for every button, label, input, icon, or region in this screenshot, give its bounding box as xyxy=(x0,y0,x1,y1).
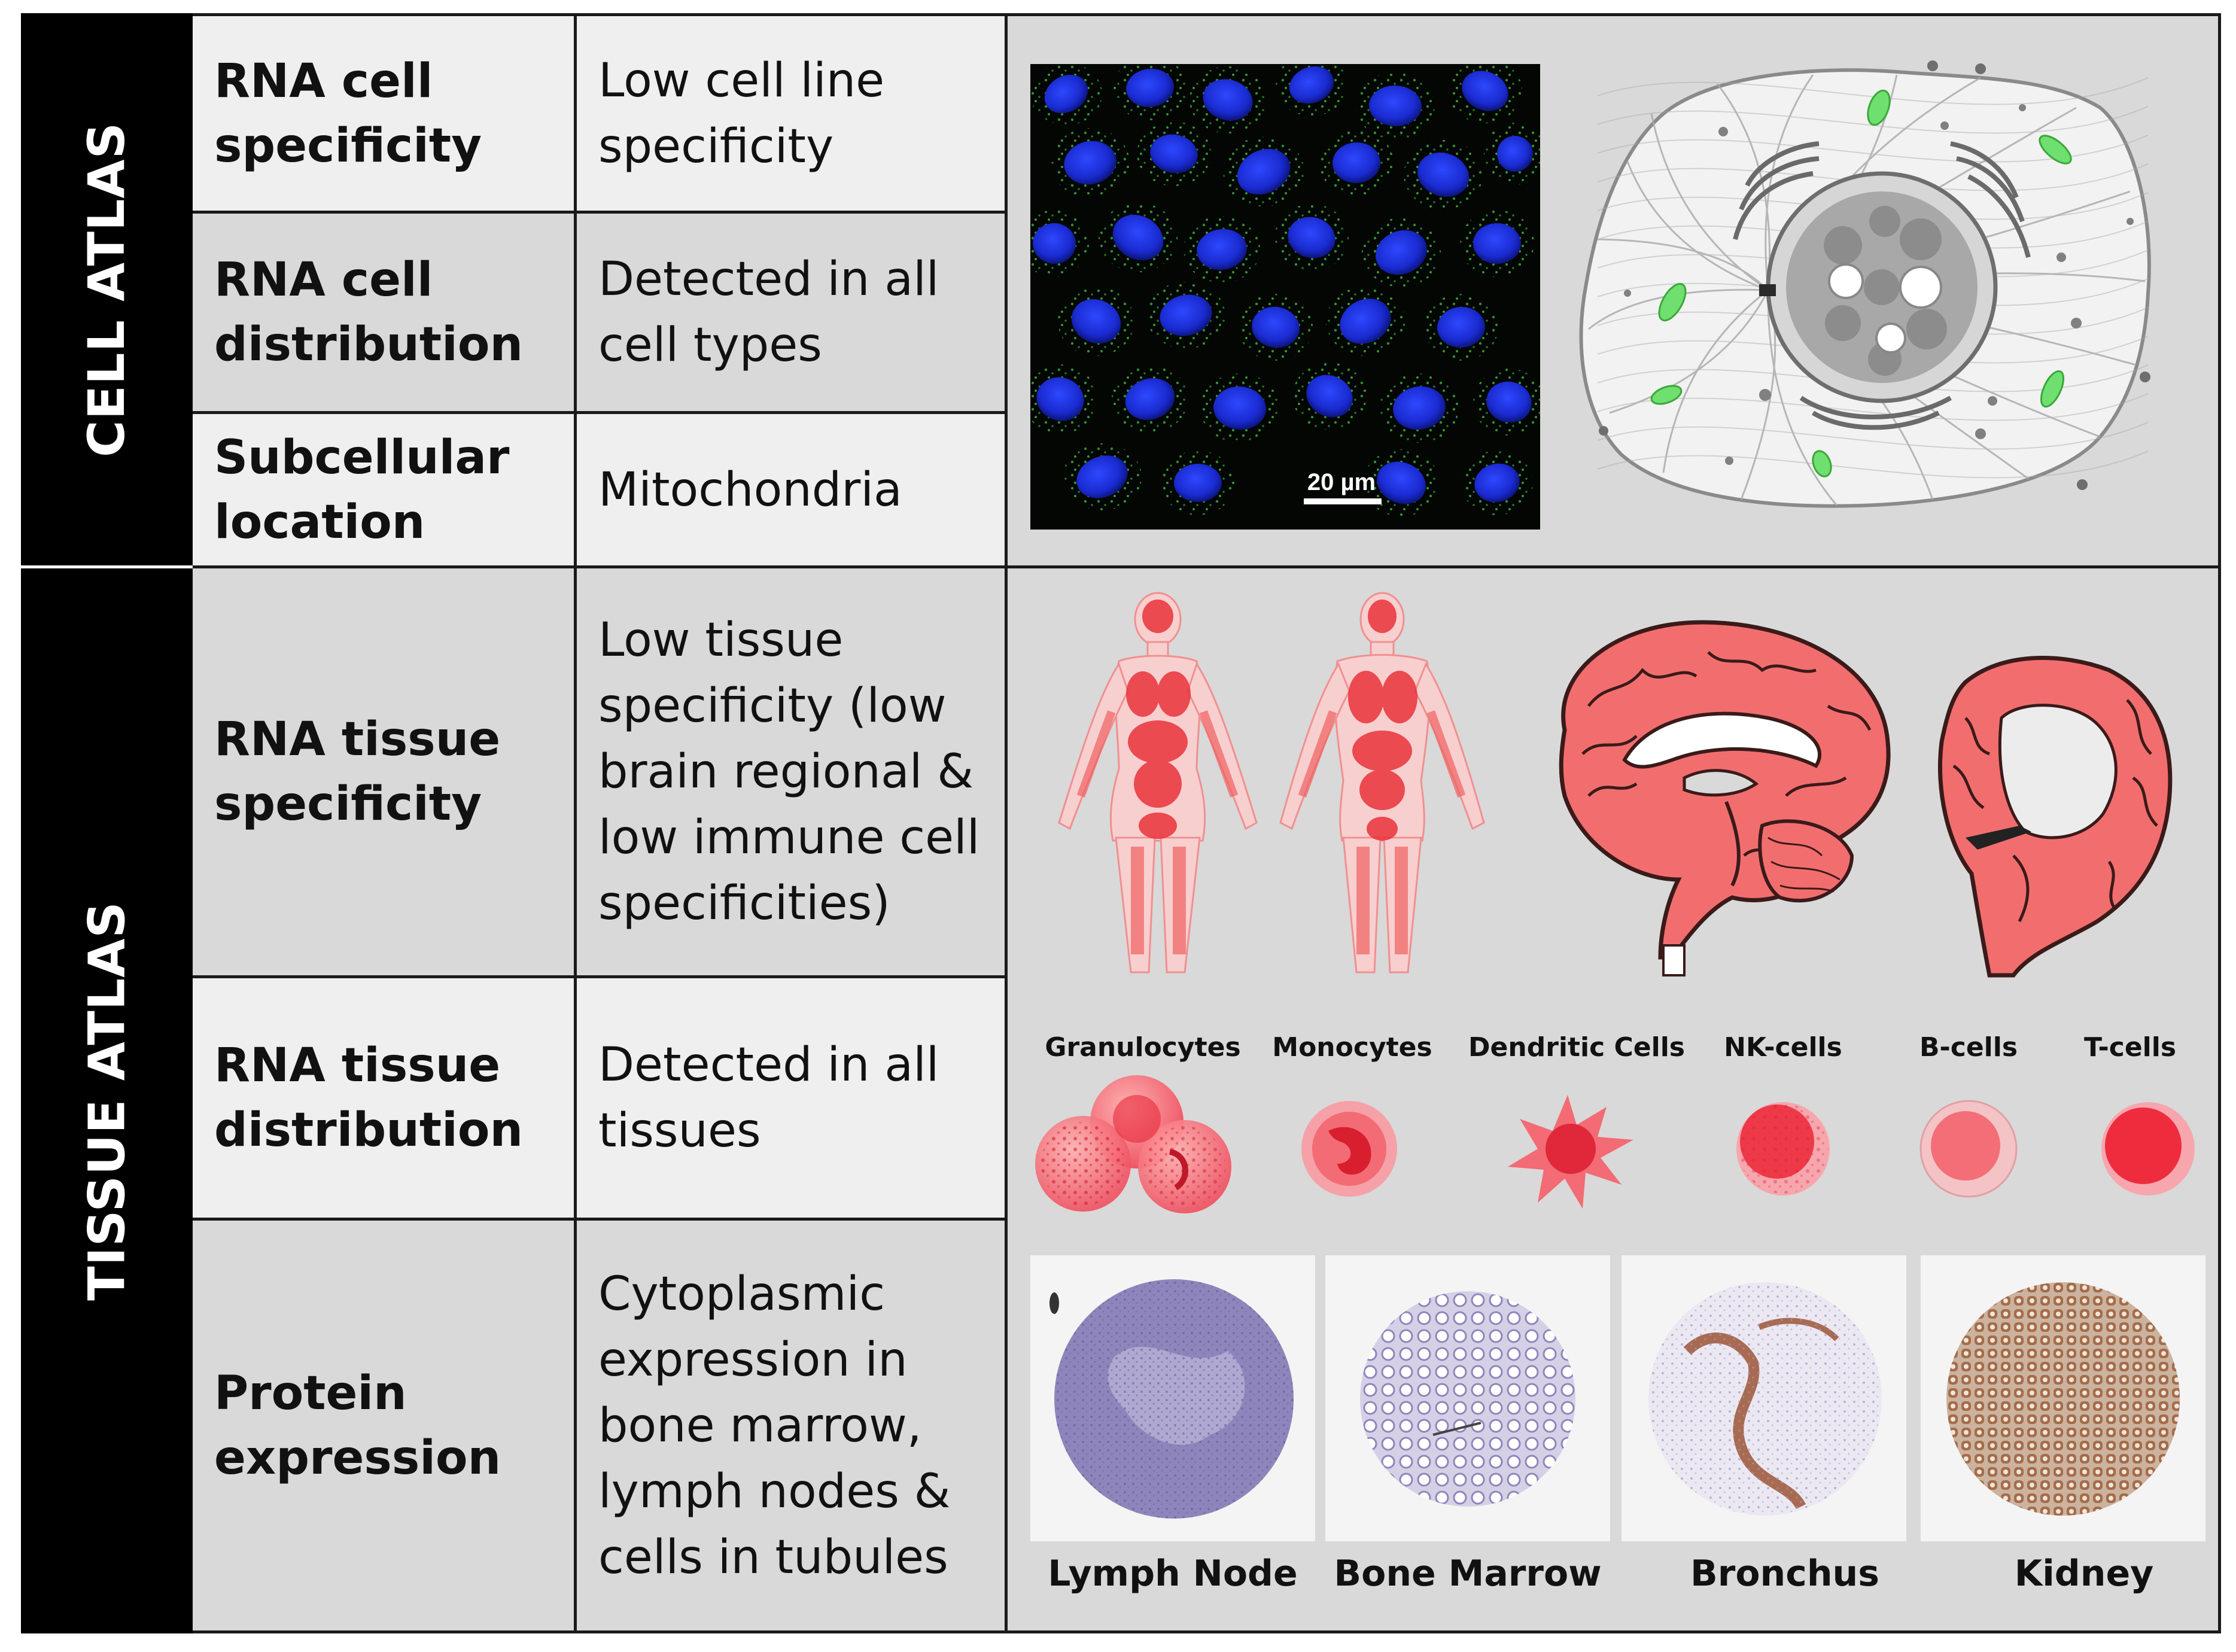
nucleus-stain xyxy=(1174,464,1222,502)
endoplasmic-reticulum xyxy=(1733,141,2031,430)
tissue-atlas-band: TISSUE ATLAS xyxy=(21,568,193,1633)
row-subcellular-location-value: Mitochondria xyxy=(577,414,1008,568)
nucleus-stain xyxy=(1288,217,1335,258)
cytoskeleton-filament xyxy=(1716,83,1771,291)
actin-filament xyxy=(1597,451,2149,479)
cytoskeleton-filament xyxy=(1588,288,1769,330)
row-rna-tissue-distribution-label: RNA tissue distribution xyxy=(193,978,577,1221)
nucleus-stain xyxy=(1306,375,1353,418)
nucleus-stain xyxy=(1417,152,1470,197)
centrosome xyxy=(1759,284,1776,296)
nucleus-stain xyxy=(1160,294,1212,336)
tissue-core-bone-marrow xyxy=(1325,1255,1610,1541)
nucleus-stain xyxy=(1497,136,1533,172)
nucleus-stain xyxy=(1437,306,1485,348)
nucleus-stain xyxy=(1237,148,1291,195)
nucleus-stain xyxy=(1393,386,1446,430)
nucleus-stain xyxy=(1369,85,1422,127)
nucleus-stain xyxy=(1044,74,1088,114)
row-subcellular-location-label: Subcellular location xyxy=(193,414,577,568)
nk-cell-icon xyxy=(1736,1102,1830,1195)
scale-bar xyxy=(1304,498,1382,504)
nucleus-stain xyxy=(1289,66,1334,104)
row-rna-cell-specificity-value: Low cell line specificity xyxy=(577,13,1008,214)
actin-filament xyxy=(1597,77,2149,105)
immune-label-t-cells: T-cells xyxy=(2083,1032,2177,1063)
immune-label-monocytes: Monocytes xyxy=(1272,1032,1432,1063)
mitochondria xyxy=(1650,89,2072,477)
immunofluorescence-micrograph: 20 µm xyxy=(1030,64,1540,530)
nucleus-stain xyxy=(1125,378,1175,420)
nucleus-stain xyxy=(1473,223,1521,264)
row-rna-cell-distribution-value: Detected in all cell types xyxy=(577,214,1008,414)
cytoskeleton-filament xyxy=(1767,290,1838,506)
nucleus-stain xyxy=(1474,463,1520,503)
cytoskeleton-filament xyxy=(1626,161,1769,291)
nucleus-stain xyxy=(1076,455,1128,498)
row-rna-tissue-distribution-value: Detected in all tissues xyxy=(577,978,1008,1221)
row-rna-tissue-specificity-value: Low tissue specificity (low brain region… xyxy=(577,568,1008,978)
monocyte-icon xyxy=(1301,1101,1397,1197)
immune-label-b-cells: B-cells xyxy=(1919,1032,2018,1063)
brain-coronal-illustration xyxy=(1937,656,2173,978)
actin-filament xyxy=(1597,422,2149,450)
body-map-male xyxy=(1279,592,1485,973)
b-cell-icon xyxy=(1919,1100,2018,1198)
nucleus-stain xyxy=(1150,134,1198,174)
nucleus-stain xyxy=(1071,299,1121,344)
cell-atlas-band: CELL ATLAS xyxy=(21,13,193,565)
row-protein-expression-value: Cytoplasmic expression in bone marrow, l… xyxy=(577,1221,1008,1633)
immune-label-granulocytes: Granulocytes xyxy=(1045,1032,1241,1063)
immune-label-nk-cells: NK-cells xyxy=(1724,1032,1842,1063)
tissue-label-bronchus: Bronchus xyxy=(1690,1553,1879,1595)
nucleus-stain xyxy=(1213,386,1266,430)
cell-schematic-illustration xyxy=(1579,60,2151,508)
tissue-label-lymph-node: Lymph Node xyxy=(1048,1553,1298,1595)
body-map-female xyxy=(1058,592,1258,973)
nucleus-stain xyxy=(1376,230,1427,275)
tissue-label-bone-marrow: Bone Marrow xyxy=(1334,1553,1602,1595)
granulocyte-icon xyxy=(1035,1075,1231,1213)
nucleolus xyxy=(1828,263,1864,299)
cell-atlas-label: CELL ATLAS xyxy=(77,121,136,457)
nucleus-stain xyxy=(1064,141,1117,185)
tissue-label-kidney: Kidney xyxy=(2014,1553,2154,1595)
nucleus-stain xyxy=(1333,142,1380,184)
nucleus-stain xyxy=(1033,223,1076,264)
nucleus-stain xyxy=(1112,214,1164,261)
nucleus-stain xyxy=(1377,461,1426,504)
nucleus-stain xyxy=(1486,381,1532,423)
cytoskeleton-filament xyxy=(1609,290,1769,414)
actin-filament xyxy=(1597,106,2149,134)
nucleus-stain xyxy=(1036,377,1084,421)
brain-sagittal-illustration xyxy=(1559,620,1891,976)
dendritic-cell-icon xyxy=(1508,1095,1633,1209)
t-cell-icon xyxy=(2101,1102,2195,1195)
scale-bar-label: 20 µm xyxy=(1307,469,1376,495)
nucleus-stain xyxy=(1197,229,1247,270)
nucleus-stain xyxy=(1126,68,1174,108)
cytoskeleton-filament xyxy=(1597,238,1769,291)
tissue-core-kidney xyxy=(1921,1255,2205,1541)
nucleus-stain xyxy=(1252,306,1300,348)
nucleolus xyxy=(1899,266,1942,309)
immune-cell-icons xyxy=(1035,1075,2195,1213)
tissue-atlas-label: TISSUE ATLAS xyxy=(77,901,136,1301)
tissue-core-lymph-node xyxy=(1030,1255,1315,1541)
row-protein-expression-label: Protein expression xyxy=(193,1221,577,1633)
nucleolus xyxy=(1875,323,1906,354)
row-rna-cell-distribution-label: RNA cell distribution xyxy=(193,214,577,414)
row-rna-tissue-specificity-label: RNA tissue specificity xyxy=(193,568,577,978)
tissue-core-bronchus xyxy=(1622,1255,1906,1541)
nucleus-stain xyxy=(1340,299,1391,344)
nucleus-stain xyxy=(1462,71,1508,111)
immune-label-dendritic-cells: Dendritic Cells xyxy=(1468,1032,1685,1063)
row-rna-cell-specificity-label: RNA cell specificity xyxy=(193,13,577,214)
nucleus-stain xyxy=(1203,79,1253,121)
